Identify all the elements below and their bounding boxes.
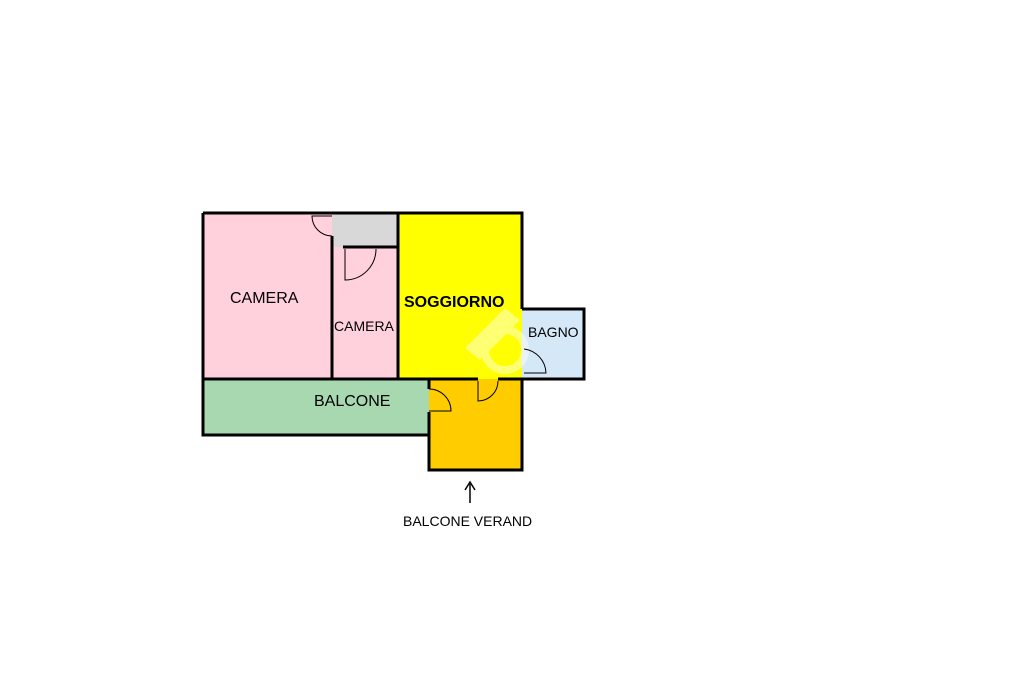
room-veranda — [429, 379, 522, 470]
watermark-logo — [465, 308, 529, 374]
room-closet — [332, 213, 398, 247]
room-balcone — [203, 379, 429, 435]
walls — [201, 211, 586, 472]
bagno-label: BAGNO — [528, 324, 579, 340]
annotation-label: BALCONE VERAND — [403, 513, 532, 529]
door-swing — [523, 348, 547, 374]
room-bagno — [522, 309, 584, 379]
door-swing — [344, 248, 377, 281]
soggiorno-label: SOGGIORNO — [404, 294, 504, 311]
room-camera-small — [332, 247, 398, 379]
camera-large-label: CAMERA — [230, 290, 299, 307]
balcone-label: BALCONE — [314, 393, 390, 410]
door-swings — [311, 215, 547, 412]
room-camera-large — [203, 213, 332, 379]
door-swing — [477, 380, 499, 402]
arrow-up-icon — [464, 480, 476, 503]
door-swing — [428, 388, 452, 412]
camera-small-label: CAMERA — [334, 318, 395, 334]
room-soggiorno — [398, 213, 522, 379]
door-swing — [311, 215, 333, 237]
